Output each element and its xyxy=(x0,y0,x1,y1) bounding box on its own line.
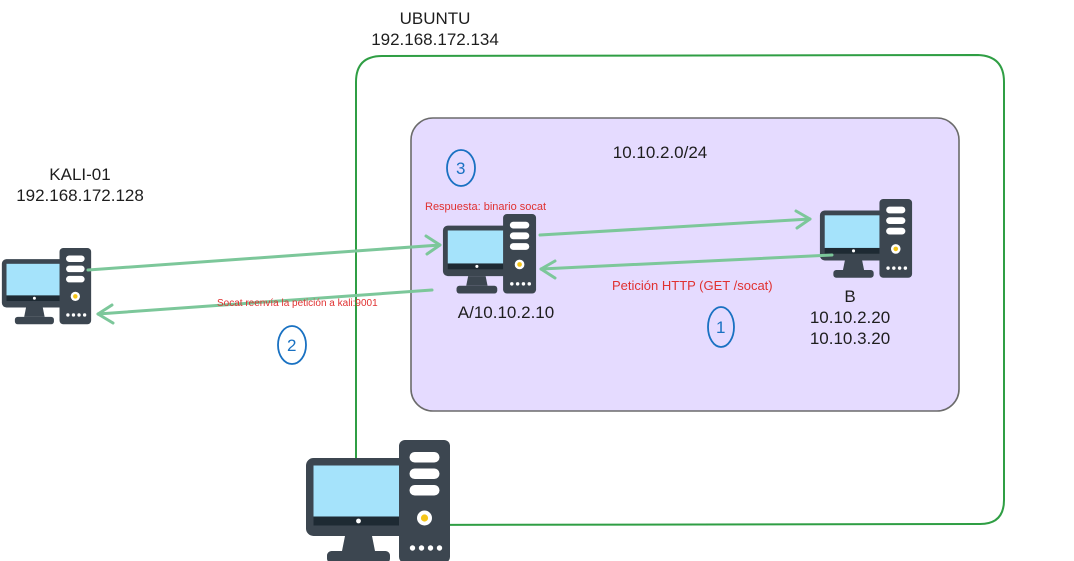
kali-computer-icon xyxy=(1,248,92,325)
ubuntu-name: UBUNTU xyxy=(399,9,471,28)
host-b-ip2: 10.10.3.20 xyxy=(809,329,891,348)
step-3-circle xyxy=(446,149,476,187)
annotation-request: Petición HTTP (GET /socat) xyxy=(612,278,773,293)
arrow-b-to-a-head xyxy=(539,259,557,280)
arrow-a-to-kali-head xyxy=(96,303,115,325)
subnet-cidr: 10.10.2.0/24 xyxy=(612,143,708,162)
ubuntu-ip: 192.168.172.134 xyxy=(371,30,499,49)
step-3-number: 3 xyxy=(456,159,466,178)
step-1-number: 1 xyxy=(716,318,726,337)
kali-name: KALI-01 xyxy=(49,165,111,184)
arrow-a-to-b-head xyxy=(794,209,812,230)
kali-ip: 192.168.172.128 xyxy=(16,186,144,205)
subnet-box xyxy=(410,117,960,412)
step-1-circle xyxy=(707,306,735,348)
arrow-b-to-a xyxy=(539,253,834,271)
host-a-label: A/10.10.2.10 xyxy=(457,303,555,322)
kali-label: KALI-01 192.168.172.128 xyxy=(0,164,160,206)
arrow-a-to-kali xyxy=(96,288,434,316)
arrow-kali-to-a-head xyxy=(424,234,442,256)
annotation-forward: Socat reenvía la petición a kali:9001 xyxy=(217,298,378,309)
arrow-a-to-b xyxy=(538,217,812,237)
step-2-circle xyxy=(277,325,307,365)
arrow-kali-to-a xyxy=(86,243,442,272)
annotation-response: Respuesta: binario socat xyxy=(425,201,547,213)
host-b-name: B xyxy=(844,287,856,306)
step-2-number: 2 xyxy=(287,336,297,355)
ubuntu-label: UBUNTU 192.168.172.134 xyxy=(355,8,515,50)
ubuntu-computer-icon xyxy=(306,440,450,561)
host-b-label: B 10.10.2.20 10.10.3.20 xyxy=(790,286,910,349)
host-b-ip1: 10.10.2.20 xyxy=(809,308,891,327)
